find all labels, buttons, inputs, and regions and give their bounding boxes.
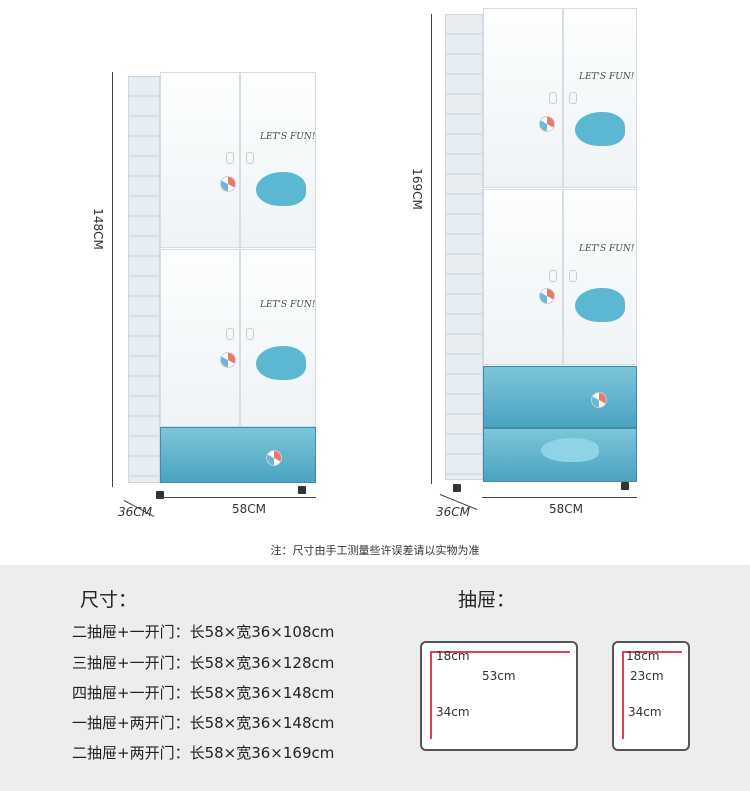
whale-illustration [541,438,599,462]
cabinet-logo: LET'S FUN! [579,244,635,254]
right-cabinet-knob [569,270,577,282]
beach-ball-illustration [539,288,555,304]
large-drawer-diagram: 18cm 53cm 34cm [420,641,578,751]
measurement-note: 注：尺寸由手工测量些许误差请以实物为准 [270,544,480,557]
dolphin-illustration [575,112,625,146]
height-measure-line [622,651,624,739]
spec-line: 三抽屉+一开门：长58×宽36×128cm [72,654,335,672]
product-photo-area: LET'S FUN! LET'S FUN! 148CM 58CM 36CM LE… [90,8,637,557]
spec-line: 二抽屉+两开门：长58×宽36×169cm [72,744,335,762]
cabinet-logo: LET'S FUN! [260,300,316,310]
spec-section: 尺寸： 二抽屉+一开门：长58×宽36×108cm 三抽屉+一开门：长58×宽3… [0,565,750,791]
left-cabinet: LET'S FUN! LET'S FUN! [128,68,316,499]
dolphin-illustration [256,172,306,206]
small-drawer-depth: 34cm [628,705,662,719]
left-cabinet-knob [226,152,234,164]
right-cabinet-side [445,14,483,480]
left-cabinet-knob [246,152,254,164]
right-cabinet-knob [569,92,577,104]
large-drawer-depth: 34cm [436,705,470,719]
left-cabinet-drawer [160,427,316,483]
width-dimension-line [482,497,637,498]
cabinet-logo: LET'S FUN! [260,132,316,142]
cabinet-foot [453,484,461,492]
right-cabinet: LET'S FUN! LET'S FUN! [445,8,637,492]
beach-ball-illustration [220,352,236,368]
right-depth-label: 36CM [436,505,471,519]
height-measure-line [430,651,432,739]
dolphin-illustration [256,346,306,380]
left-height-label: 148CM [90,208,105,250]
beach-ball-illustration [539,116,555,132]
small-drawer-width: 23cm [630,669,664,683]
large-drawer-width: 53cm [482,669,516,683]
right-cabinet-knob [549,270,557,282]
right-cabinet-knob [549,92,557,104]
beach-ball-illustration [266,450,282,466]
height-dimension-line [112,72,113,487]
right-cabinet-drawer-upper [483,366,637,428]
left-cabinet-knob [226,328,234,340]
beach-ball-illustration [220,176,236,192]
cabinet-foot [298,486,306,494]
height-dimension-line [431,14,432,484]
small-drawer-height: 18cm [626,649,660,663]
spec-line: 二抽屉+一开门：长58×宽36×108cm [72,623,335,641]
left-cabinet-side [128,76,160,483]
dolphin-illustration [575,288,625,322]
right-height-label: 169CM [409,168,424,210]
size-section-title: 尺寸： [80,589,138,611]
spec-line: 四抽屉+一开门：长58×宽36×148cm [72,684,335,702]
width-dimension-line [158,497,316,498]
drawer-section-title: 抽屉： [458,589,516,611]
left-cabinet-knob [246,328,254,340]
small-drawer-diagram: 18cm 23cm 34cm [612,641,690,751]
right-width-label: 58CM [549,502,584,516]
cabinet-logo: LET'S FUN! [579,72,635,82]
cabinet-foot [156,491,164,499]
depth-measure-line [430,651,570,653]
beach-ball-illustration [591,392,607,408]
cabinet-foot [621,482,629,490]
large-drawer-height: 18cm [436,649,470,663]
depth-measure-line [622,651,682,653]
spec-line: 一抽屉+两开门：长58×宽36×148cm [72,714,335,732]
left-width-label: 58CM [232,502,267,516]
left-depth-label: 36CM [118,505,153,519]
